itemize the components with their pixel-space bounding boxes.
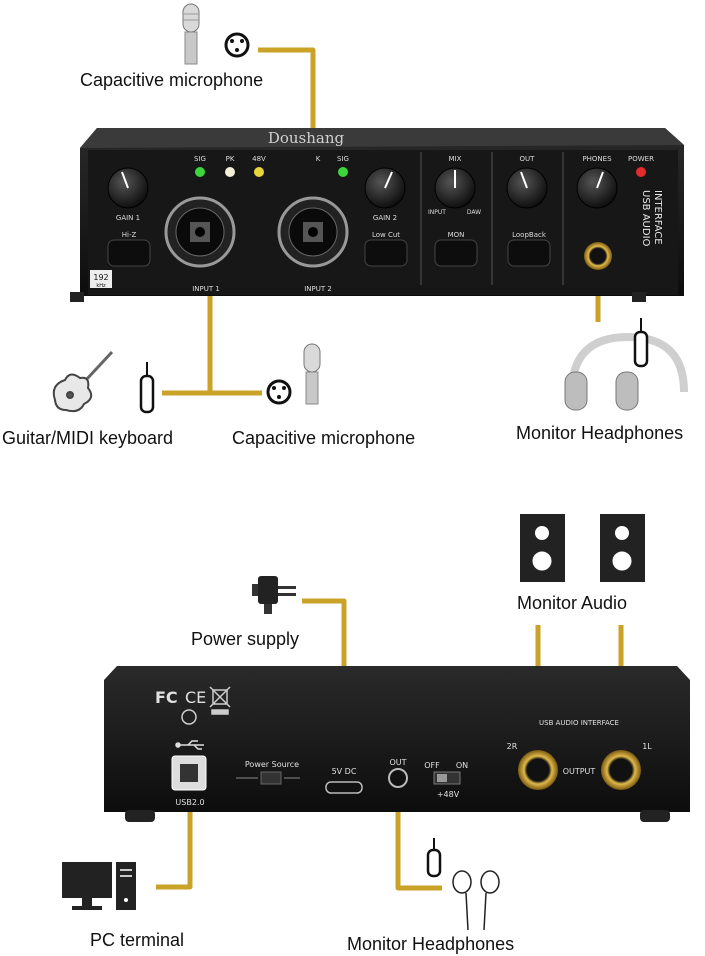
mon-button[interactable]: [434, 239, 478, 267]
pc-computer-icon: [62, 862, 136, 910]
hiz-button[interactable]: [107, 239, 151, 267]
power-led: [636, 167, 646, 177]
input2-label: INPUT 2: [304, 285, 332, 293]
2r-label: 2R: [507, 742, 518, 751]
power-source-switch[interactable]: [260, 771, 282, 785]
rear-out-label: OUT: [389, 758, 406, 767]
interface-label: INTERFACE: [652, 190, 663, 245]
rcm-mark-icon: [181, 709, 197, 725]
out-jack[interactable]: [388, 768, 408, 788]
power-plug-icon: [252, 576, 296, 614]
khz192-label: 192: [93, 273, 108, 282]
headphones-top-caption: Monitor Headphones: [516, 423, 684, 443]
usb-c-port[interactable]: [325, 781, 363, 794]
speaker-icon-right: [600, 514, 645, 582]
earphones-icon: [452, 870, 500, 931]
jack-plug-icon-top: [139, 362, 155, 414]
sig-label-1: SIG: [194, 155, 206, 163]
k-label: K: [316, 155, 321, 163]
front-panel-device: Doushang SIG PK 48V K SIG GAIN 1 Hi-Z IN…: [70, 128, 684, 302]
usb-audio-interface-label: USB AUDIO INTERFACE: [539, 719, 619, 727]
guitar-caption: Guitar/MIDI keyboard: [2, 428, 174, 448]
jack-plug-icon-bottom: [426, 838, 442, 878]
monitor-audio-caption: Monitor Audio: [517, 593, 628, 613]
phones-jack[interactable]: [584, 242, 612, 270]
gain1-label: GAIN 1: [116, 214, 140, 222]
phantom-led: [254, 167, 264, 177]
mix-knob[interactable]: [434, 167, 476, 209]
pk-led-1: [225, 167, 235, 177]
gain2-label: GAIN 2: [373, 214, 397, 222]
on-label: ON: [456, 761, 468, 770]
gain1-knob[interactable]: [107, 167, 149, 209]
1l-label: 1L: [642, 742, 652, 751]
usb-cable: [156, 810, 193, 890]
ce-mark: CE: [185, 688, 206, 707]
fc-mark: FC: [155, 688, 178, 707]
daw-label: DAW: [467, 209, 481, 216]
output-label: OUTPUT: [563, 767, 596, 776]
usb-audio-label: USB AUDIO: [640, 190, 651, 247]
input1-combo-jack[interactable]: [164, 196, 236, 268]
sig-label-2: SIG: [337, 155, 349, 163]
usb-label: USB2.0: [175, 798, 204, 807]
phones-label: PHONES: [582, 155, 612, 163]
headphones-bottom-caption: Monitor Headphones: [347, 934, 515, 954]
pc-terminal-caption: PC terminal: [90, 930, 185, 950]
off-label: OFF: [424, 761, 440, 770]
sig-led-1: [195, 167, 205, 177]
microphone-icon-bottom: [303, 343, 321, 405]
xlr-connector-icon-bottom: [266, 379, 292, 405]
lowcut-button[interactable]: [364, 239, 408, 267]
input2-combo-jack[interactable]: [277, 196, 349, 268]
gain2-knob[interactable]: [364, 167, 406, 209]
recycle-bin-mark-icon: [209, 686, 231, 715]
rear-panel-device: FC CE USB2.0 Power Source 5V DC OUT OFF …: [104, 666, 690, 822]
phones-knob[interactable]: [576, 167, 618, 209]
mon-label: MON: [448, 231, 465, 239]
guitar-icon: [52, 350, 114, 413]
xlr-connector-icon-top: [224, 32, 250, 58]
sample-rate-badge: [90, 270, 112, 288]
sig-led-2: [338, 167, 348, 177]
mic-bottom-caption: Capacitive microphone: [232, 428, 416, 448]
headphones-icon-top: [564, 332, 688, 411]
lowcut-label: Low Cut: [372, 231, 400, 239]
input1-label: INPUT 1: [192, 285, 220, 293]
out-cable: [395, 785, 442, 891]
rear-48v-label: +48V: [437, 790, 460, 799]
speaker-icon-left: [520, 514, 565, 582]
v48-label: 48V: [252, 155, 266, 163]
mic-top-caption: Capacitive microphone: [80, 70, 264, 90]
hiz-label: Hi-Z: [122, 231, 137, 239]
usb-symbol-icon: [175, 740, 204, 750]
power-label: POWER: [628, 155, 654, 163]
pk-label: PK: [226, 155, 235, 163]
input-label: INPUT: [428, 209, 446, 216]
out-label: OUT: [520, 155, 536, 163]
power-source-label: Power Source: [245, 760, 299, 769]
output-jack-1L[interactable]: [601, 750, 641, 790]
mix-label: MIX: [449, 155, 462, 163]
loopback-button[interactable]: [507, 239, 551, 267]
microphone-icon-top: [182, 3, 200, 65]
input1-cable: [162, 285, 262, 396]
khz-label: kHz: [96, 283, 106, 289]
out-knob[interactable]: [506, 167, 548, 209]
power-supply-caption: Power supply: [191, 629, 300, 649]
brand-name: Doushang: [268, 129, 345, 147]
jack-plug-icon-phones-top: [633, 318, 649, 368]
output-jack-2R[interactable]: [518, 750, 558, 790]
dc-label: 5V DC: [332, 767, 357, 776]
loopback-label: LoopBack: [512, 231, 547, 239]
